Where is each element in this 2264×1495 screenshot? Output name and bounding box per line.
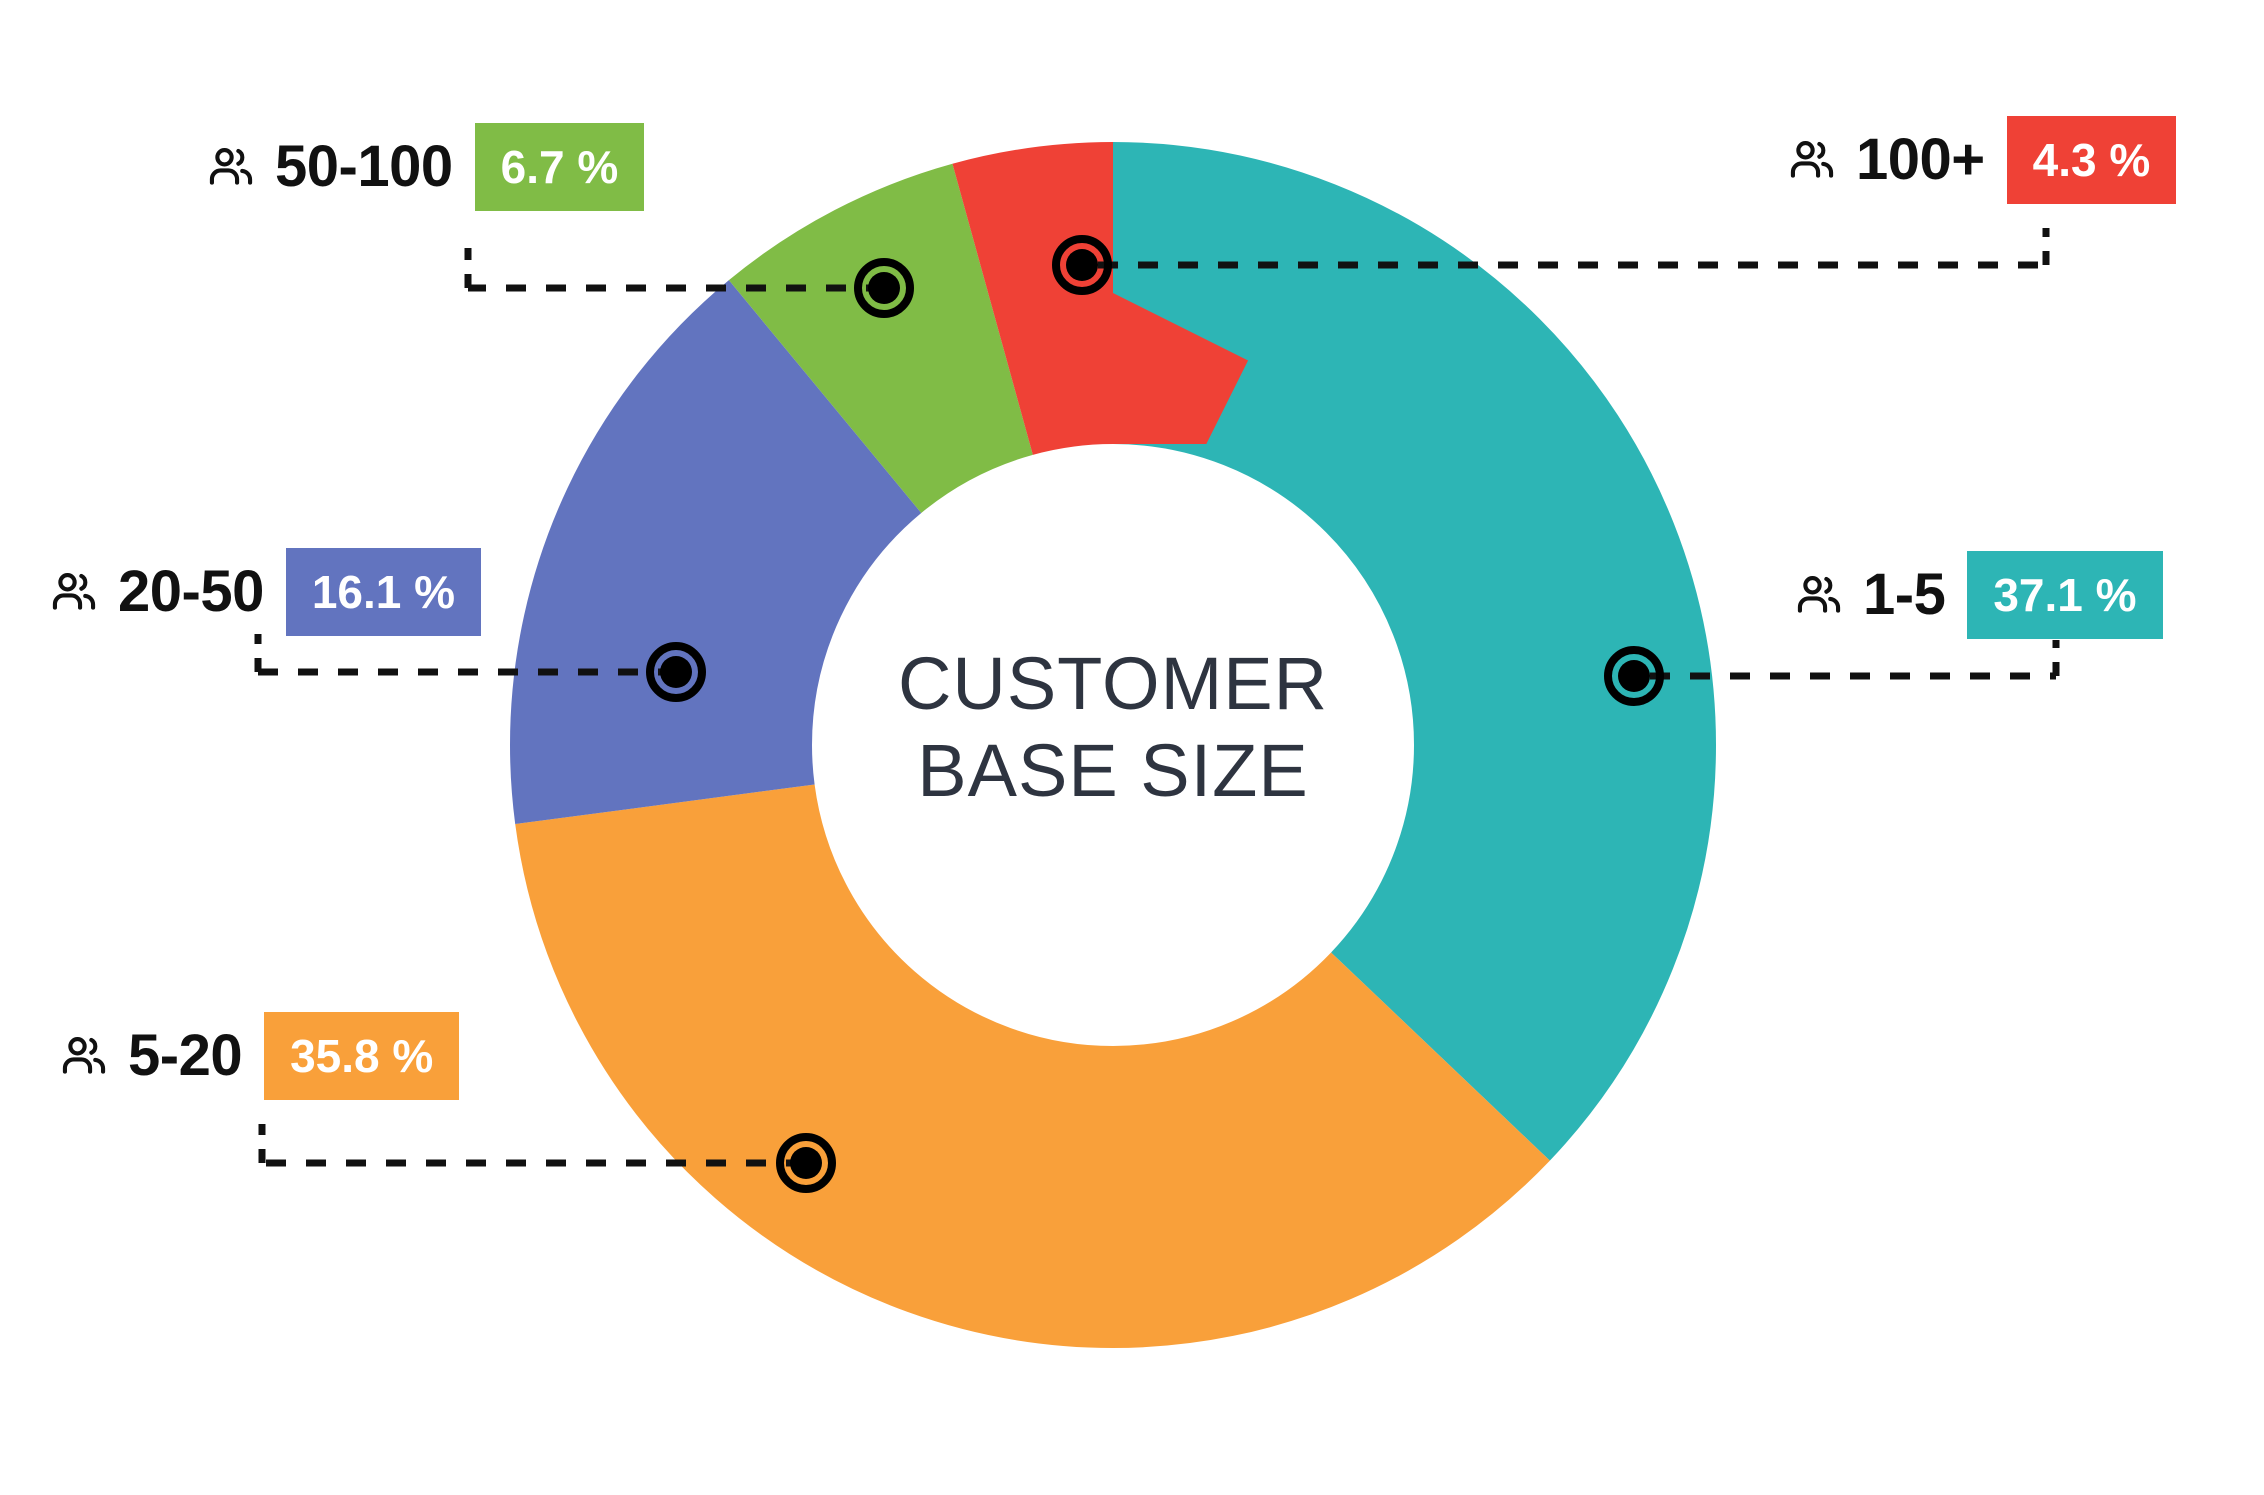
callout-category-1-5: 1-5 bbox=[1863, 562, 1946, 627]
people-icon bbox=[1793, 569, 1845, 621]
callout-category-20-50: 20-50 bbox=[118, 559, 264, 624]
people-icon bbox=[205, 141, 257, 193]
callout-label-5-20[interactable]: 5-20 35.8 % bbox=[58, 1012, 460, 1100]
donut-chart bbox=[508, 140, 1718, 1350]
callout-category-50-100: 50-100 bbox=[275, 134, 453, 199]
people-icon bbox=[58, 1030, 110, 1082]
callout-category-5-20: 5-20 bbox=[128, 1023, 243, 1088]
callout-label-1-5[interactable]: 1-5 37.1 % bbox=[1793, 551, 2163, 639]
donut-svg bbox=[510, 142, 1716, 1348]
callout-label-50-100[interactable]: 50-100 6.7 % bbox=[205, 123, 645, 211]
people-icon bbox=[1786, 134, 1838, 186]
donut-segment-20-50[interactable] bbox=[510, 142, 1716, 1348]
callout-label-20-50[interactable]: 20-50 16.1 % bbox=[48, 548, 482, 636]
center-title-line1: CUSTOMER bbox=[897, 642, 1329, 725]
callout-percent-5-20: 35.8 % bbox=[264, 1012, 460, 1100]
callout-percent-100plus: 4.3 % bbox=[2006, 116, 2177, 204]
callout-percent-20-50: 16.1 % bbox=[285, 548, 482, 636]
donut-segment-5-20[interactable] bbox=[510, 142, 1716, 1348]
callout-percent-1-5: 37.1 % bbox=[1967, 551, 2163, 639]
people-icon bbox=[48, 566, 100, 618]
chart-center-title: CUSTOMER BASE SIZE bbox=[508, 640, 1718, 815]
center-title-line2: BASE SIZE bbox=[917, 729, 1309, 813]
callout-label-100plus[interactable]: 100+ 4.3 % bbox=[1786, 116, 2177, 204]
callout-percent-50-100: 6.7 % bbox=[474, 123, 645, 211]
callout-category-100plus: 100+ bbox=[1856, 127, 1985, 192]
donut-segment-100+[interactable] bbox=[510, 142, 1716, 1348]
